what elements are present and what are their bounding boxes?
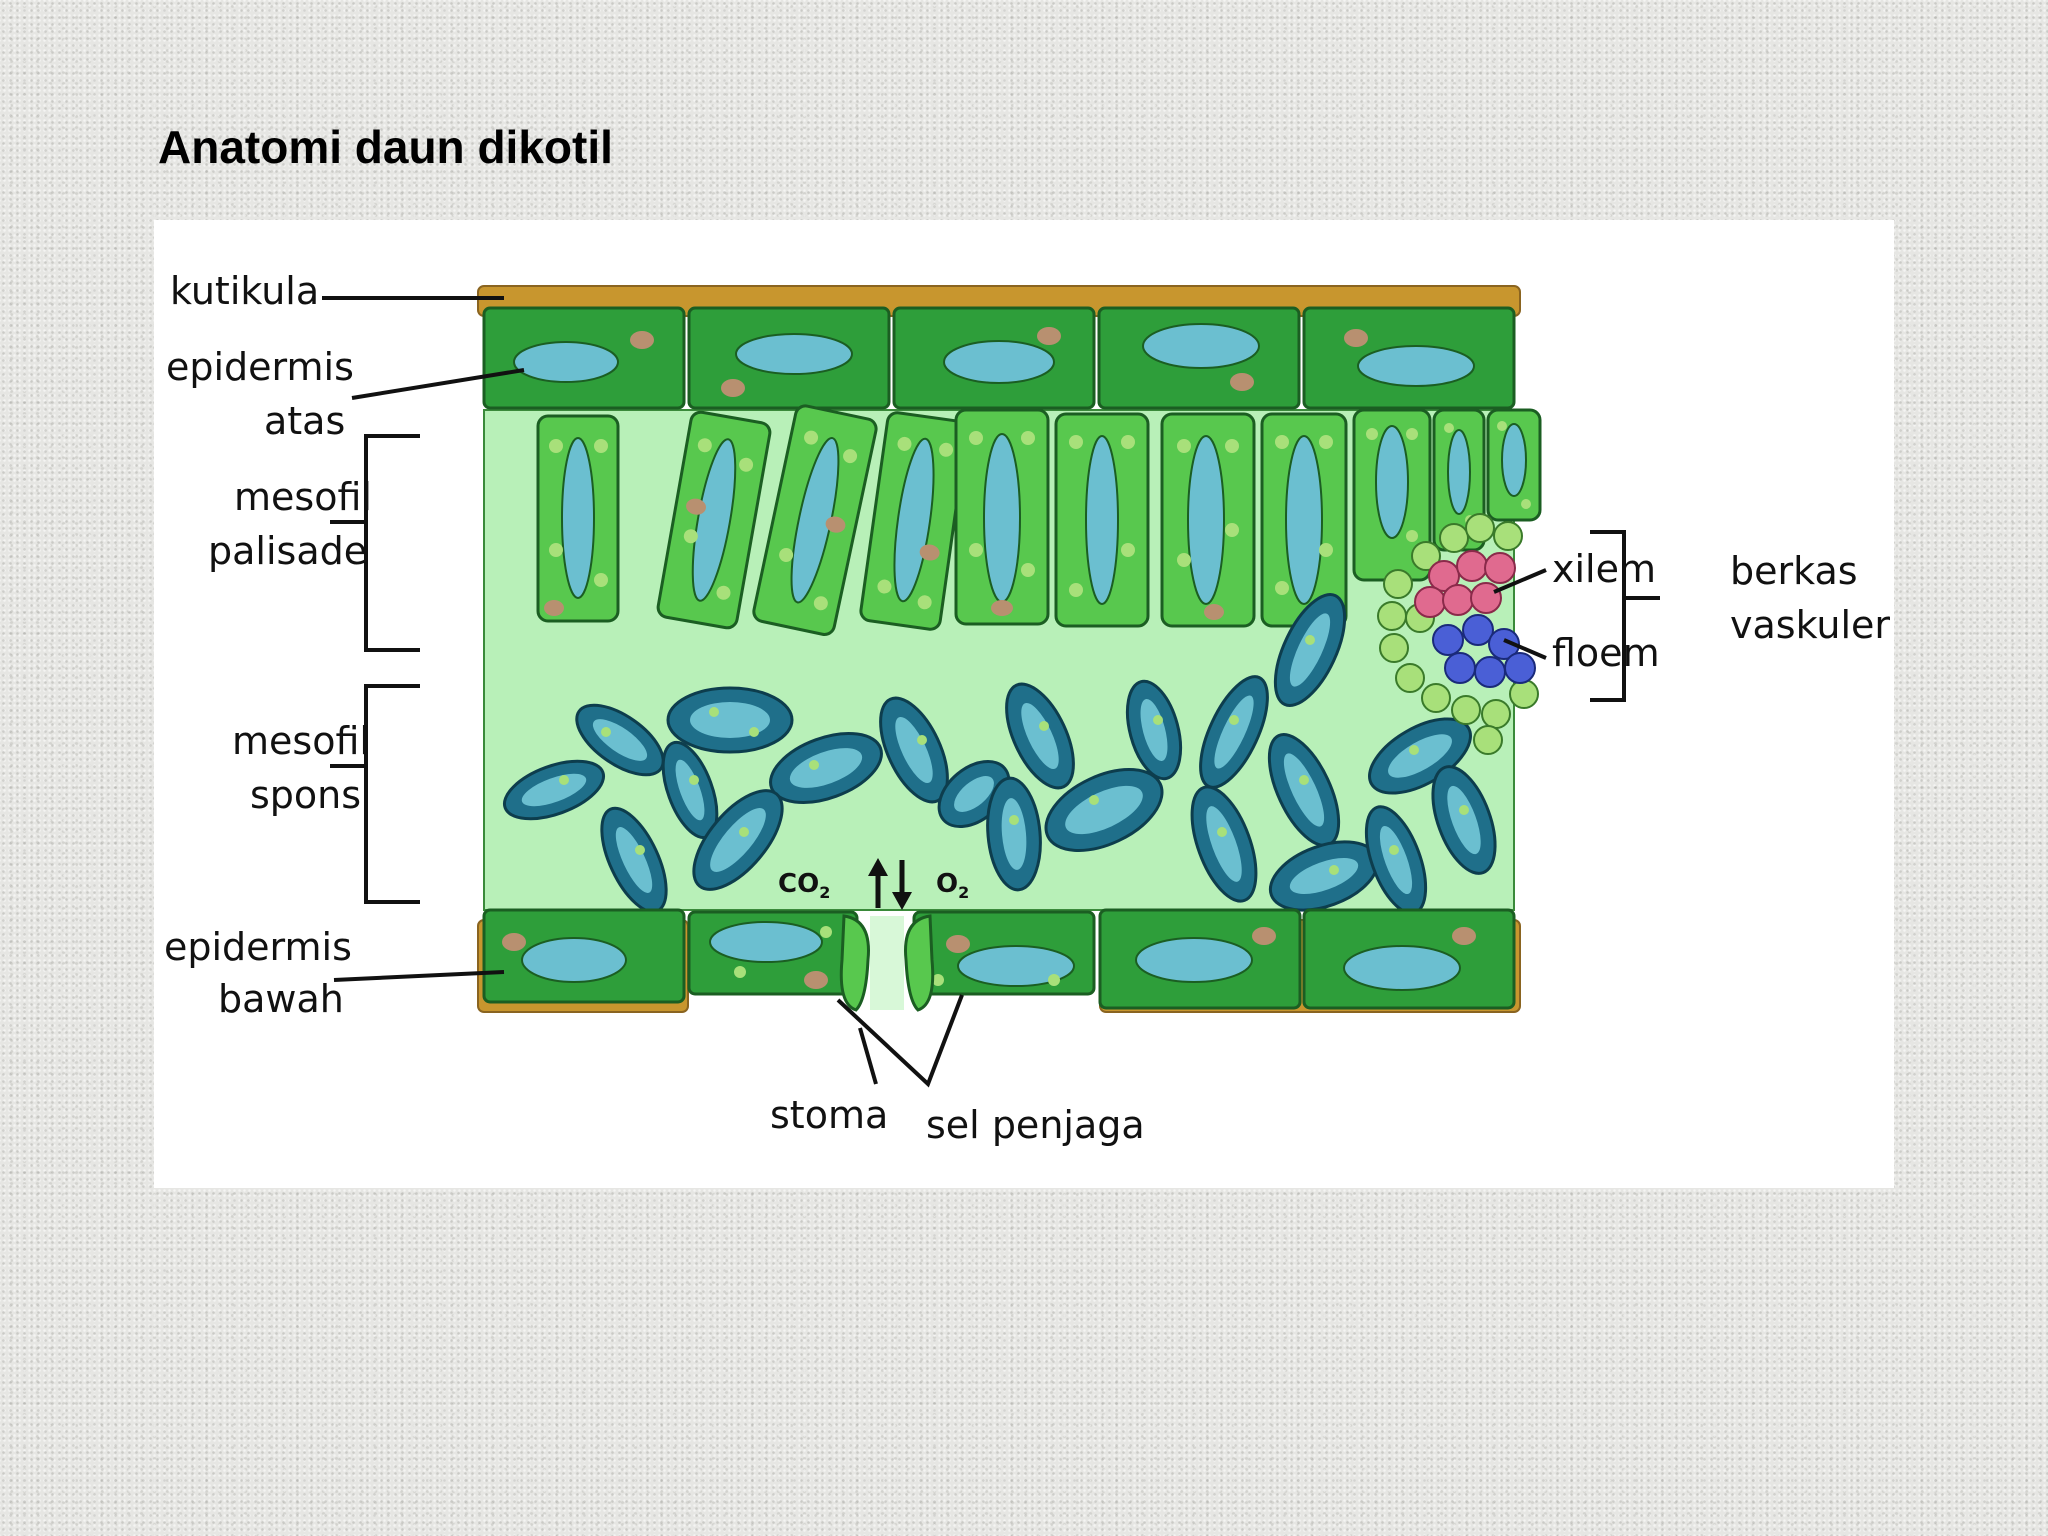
spongy-cell [986,776,1042,892]
label-sel-penjaga: sel penjaga [926,1103,1145,1147]
bracket-spongy [364,684,420,904]
label-epidermis-atas-2: atas [264,399,345,443]
spongy-cell [1044,768,1164,852]
palisade-cell [1486,408,1542,522]
label-mesofil-palisade-1: mesofil [234,475,372,519]
spongy-cell [666,686,794,754]
spongy-chloroplasts [559,635,1469,875]
label-stoma: stoma [770,1093,888,1137]
label-mesofil-spons-2: spons [250,773,361,817]
o2-label: O2 [936,869,969,902]
palisade-cell [954,408,1050,626]
spongy-layer [502,593,1497,915]
labels: kutikula epidermis atas mesofil palisade… [164,269,1890,1147]
palisade-layer [536,404,1542,636]
bracket-palisade [364,434,420,652]
label-kutikula: kutikula [170,269,319,313]
palisade-cell [1260,412,1348,628]
arrow-up-icon [868,858,888,908]
label-berkas-vaskuler-1: berkas [1730,549,1858,593]
label-epidermis-bawah-2: bawah [218,977,344,1021]
palisade-cell [1432,408,1486,552]
palisade-cell [1160,412,1256,628]
palisade-cell [859,411,969,631]
spongy-cell [1431,765,1497,875]
leader-lines [322,296,1660,1088]
vascular-bundle [1377,513,1539,755]
palisade-cell [656,410,772,630]
lower-epidermis [477,908,1521,1013]
palisade-cell [752,404,878,636]
spongy-cell [1125,679,1183,781]
slide-title: Anatomi daun dikotil [158,121,613,173]
xylem-cells [1414,550,1516,618]
label-epidermis-bawah-1: epidermis [164,925,352,969]
arrow-down-icon [892,860,912,910]
phloem-cells [1432,614,1536,688]
spongy-cell [502,759,606,821]
spongy-cell [879,696,949,804]
spongy-cell [692,789,784,891]
spongy-cell [575,703,665,777]
label-epidermis-atas-1: epidermis [166,345,354,389]
guard-cell-right [904,914,935,1012]
guard-cell-left [839,914,870,1012]
label-xilem: xilem [1552,547,1656,591]
co2-label: CO2 [778,869,830,902]
upper-epidermis [482,306,1516,410]
palisade-cell [536,414,620,623]
leaf-anatomy-figure: CO2 O2 kutikula epidermis atas mesofil p… [154,220,1894,1188]
palisade-cell [1054,412,1150,628]
spongy-cell [1190,785,1258,903]
spongy-cell [1268,840,1380,912]
spongy-cell [1005,682,1075,790]
leaf-diagram: CO2 O2 kutikula epidermis atas mesofil p… [164,269,1890,1147]
label-mesofil-spons-1: mesofil [232,719,370,763]
spongy-cell [769,732,883,804]
spongy-cell [1273,593,1347,707]
guard-cells [839,914,935,1012]
label-floem: floem [1552,631,1660,675]
label-berkas-vaskuler-2: vaskuler [1730,603,1890,647]
stoma-pore [870,916,904,1010]
gas-exchange: CO2 O2 [778,858,969,910]
bracket-vascular [1590,530,1626,702]
label-mesofil-palisade-2: palisade [208,529,367,573]
